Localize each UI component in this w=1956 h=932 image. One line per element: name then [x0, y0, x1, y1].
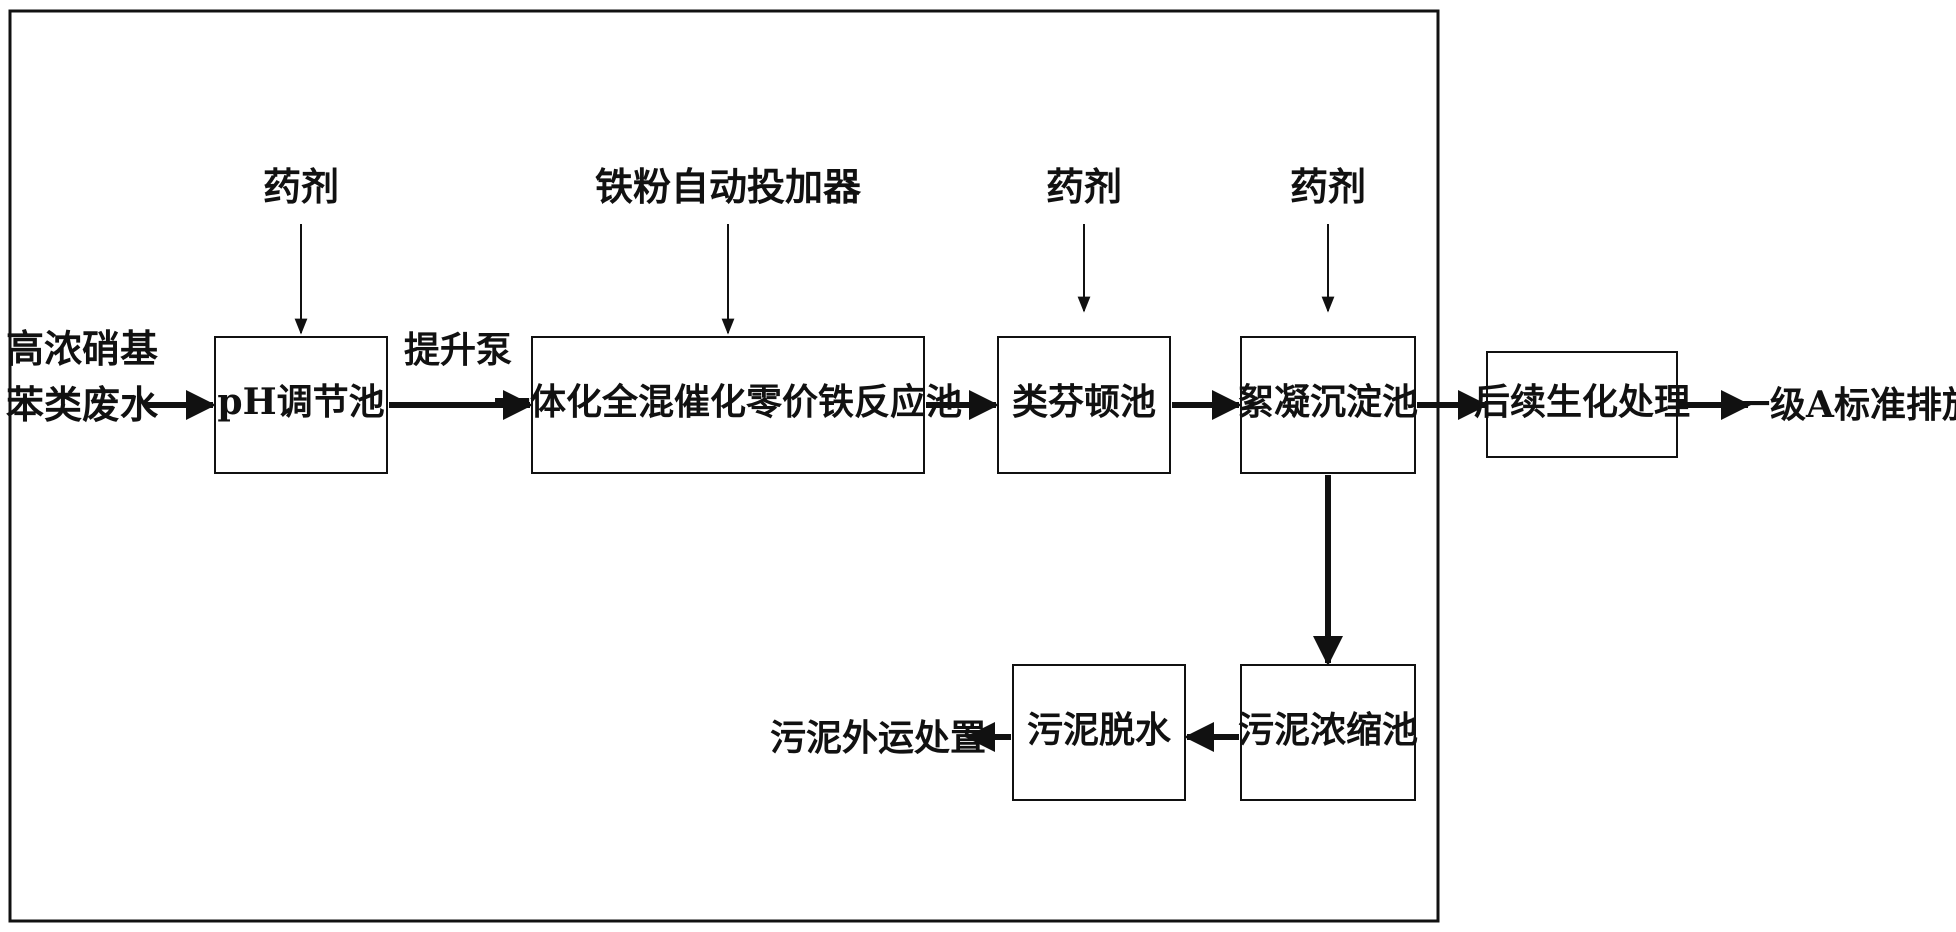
input-label-line1: 高浓硝基	[6, 326, 158, 371]
sludge-disposal-label: 污泥外运处置	[770, 717, 986, 759]
flocculation-tank-label: 絮凝沉淀池	[1238, 381, 1418, 423]
discharge-label: 一级A标准排放	[1734, 384, 1956, 426]
sludge-thickener-box	[1240, 664, 1416, 801]
biochem-label: 后续生化处理	[1474, 381, 1690, 423]
chemical-label-2: 药剂	[1046, 164, 1122, 209]
sludge-dewatering-label: 污泥脱水	[1027, 709, 1172, 751]
iron-feeder-label: 铁粉自动投加器	[595, 164, 862, 209]
sludge-dewatering-box	[1012, 664, 1186, 801]
lift-pump-label: 提升泵	[404, 329, 512, 371]
chemical-label-3: 药剂	[1290, 164, 1366, 209]
system-boundary-frame	[8, 9, 1440, 923]
ph-tank-label: pH调节池	[217, 381, 384, 423]
zvi-reactor-box	[531, 336, 925, 474]
input-label-line2: 苯类废水	[6, 382, 159, 427]
ph-tank-box	[214, 336, 388, 474]
sludge-thickener-label: 污泥浓缩池	[1238, 709, 1418, 751]
chemical-label-1: 药剂	[263, 164, 339, 209]
fenton-tank-label: 类芬顿池	[1012, 381, 1156, 423]
zvi-reactor-label: 一体化全混催化零价铁反应池	[494, 381, 962, 423]
fenton-tank-box	[997, 336, 1171, 474]
